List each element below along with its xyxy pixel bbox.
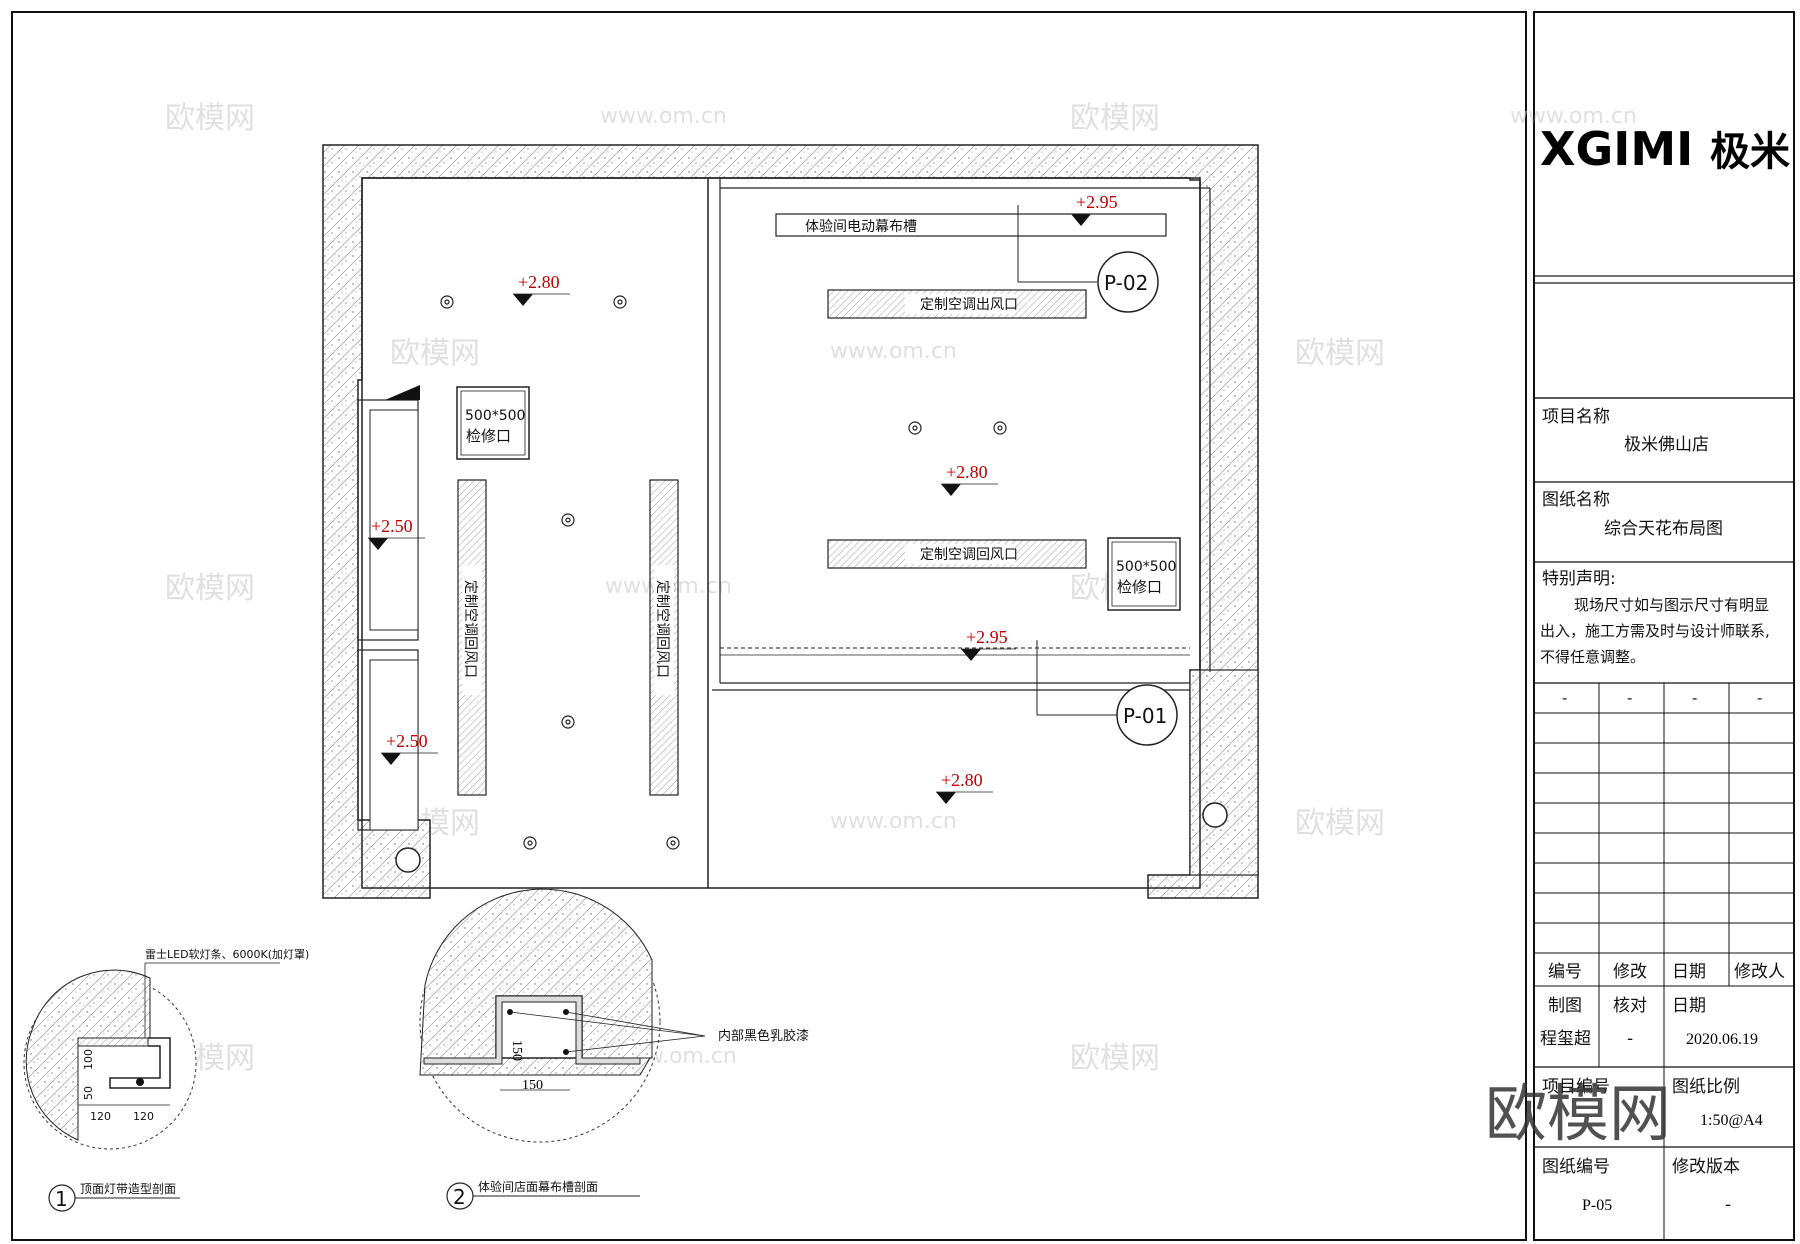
detail-2-dim: 150 <box>522 1078 543 1093</box>
notice-label: 特别声明: <box>1542 569 1616 589</box>
detail-1-dim: 50 <box>82 1086 95 1100</box>
ac-return-vertical-2-label: 定制空调回风口 <box>654 580 670 678</box>
curtain-track <box>775 213 1167 237</box>
watermark-site: www.om.cn <box>600 104 727 129</box>
page-frame <box>11 11 1527 1241</box>
dash-cell: - <box>1757 689 1762 707</box>
version-value: - <box>1725 1195 1731 1215</box>
access-panel-1-label: 检修口 <box>466 427 511 445</box>
watermark-big: 欧模网 <box>1485 1077 1671 1150</box>
detail-2-title: 体验间店面幕布槽剖面 <box>478 1179 598 1194</box>
notice-line: 现场尺寸如与图示尺寸有明显 <box>1574 596 1769 614</box>
rev-header: 修改人 <box>1734 962 1785 982</box>
detail-1: 雷士LED软灯条、6000K(加灯罩) 100 50 120 120 1 顶面灯… <box>23 947 309 1212</box>
sheet-no-value: P-05 <box>1582 1197 1612 1214</box>
project-label: 项目名称 <box>1542 407 1610 427</box>
sheet-no-label: 图纸编号 <box>1542 1157 1610 1177</box>
detail-2: 内部黑色乳胶漆 150 150 2 体验间店面幕布槽剖面 <box>419 888 809 1210</box>
drawn-value: 程玺超 <box>1540 1029 1591 1049</box>
ac-return-horizontal-label: 定制空调回风口 <box>920 547 1018 563</box>
dash-cell: - <box>1692 689 1697 707</box>
detail-1-dim: 100 <box>82 1049 95 1070</box>
curtain-track-label: 体验间电动幕布槽 <box>805 219 917 235</box>
brand-logo: XGIMI <box>1540 122 1693 176</box>
drawn-label: 制图 <box>1548 996 1582 1016</box>
level-label: +2.50 <box>371 516 413 536</box>
watermark-logo: 欧模网 <box>390 336 480 371</box>
title-block: XGIMI 极米 项目名称 极米佛山店 图纸名称 综合天花布局图 特别声明: 现… <box>1485 11 1795 1240</box>
detail-2-number: 2 <box>453 1185 466 1209</box>
project-value: 极米佛山店 <box>1624 435 1709 455</box>
dash-cell: - <box>1562 689 1567 707</box>
callout-p02 <box>1097 251 1159 313</box>
level-label: +2.95 <box>1076 192 1118 212</box>
watermark-site: www.om.cn <box>830 339 957 364</box>
level-label: +2.95 <box>966 627 1008 647</box>
watermarks: 欧模网 www.om.cn 欧模网 www.om.cn 欧模网 www.om.c… <box>165 101 1637 1076</box>
watermark-logo: 欧模网 <box>1070 1041 1160 1076</box>
ac-outlet-label: 定制空调出风口 <box>920 297 1018 313</box>
ac-return-vertical-1-label: 定制空调回风口 <box>462 580 478 678</box>
level-markers: +2.80 +2.95 +2.50 +2.50 +2.80 +2.95 +2.8… <box>368 192 1126 804</box>
dash-cell: - <box>1627 689 1632 707</box>
notice-line: 出入，施工方需及时与设计师联系, <box>1540 622 1770 640</box>
version-label: 修改版本 <box>1672 1157 1740 1177</box>
detail-2-dim: 150 <box>509 1040 524 1061</box>
rev-header: 编号 <box>1548 962 1582 982</box>
watermark-logo: 欧模网 <box>1295 806 1385 841</box>
watermark-logo: 欧模网 <box>165 571 255 606</box>
level-label: +2.80 <box>946 462 988 482</box>
watermark-site: www.om.cn <box>830 809 957 834</box>
level-label: +2.80 <box>941 770 983 790</box>
check-value: - <box>1627 1029 1633 1049</box>
detail-1-number: 1 <box>55 1187 68 1211</box>
rev-header: 日期 <box>1672 962 1706 982</box>
scale-label: 图纸比例 <box>1672 1077 1740 1097</box>
rev-header: 修改 <box>1613 962 1647 982</box>
access-panel-2-label: 检修口 <box>1117 578 1162 596</box>
watermark-logo: 欧模网 <box>1070 101 1160 136</box>
check-label: 核对 <box>1613 996 1647 1016</box>
drawing-name-value: 综合天花布局图 <box>1604 519 1723 539</box>
date-label: 日期 <box>1672 996 1706 1016</box>
watermark-site: www.om.cn <box>1510 104 1637 129</box>
date-value: 2020.06.19 <box>1686 1031 1758 1048</box>
callout-p01 <box>1116 684 1178 746</box>
access-panel-1-size: 500*500 <box>465 408 525 424</box>
detail-1-dim: 120 <box>90 1110 111 1123</box>
detail-1-dim: 120 <box>133 1110 154 1123</box>
downlights <box>440 295 1007 850</box>
notice-line: 不得任意调整。 <box>1540 648 1645 666</box>
detail-1-note: 雷士LED软灯条、6000K(加灯罩) <box>145 947 309 961</box>
brand-logo-cn: 极米 <box>1710 129 1790 175</box>
level-label: +2.50 <box>386 731 428 751</box>
room-outline <box>361 177 1201 889</box>
callout-p02-label: P-02 <box>1104 271 1148 295</box>
drawing-name-label: 图纸名称 <box>1542 490 1610 510</box>
access-panel-2-size: 500*500 <box>1116 559 1176 575</box>
access-panel-1 <box>456 386 530 460</box>
scale-value: 1:50@A4 <box>1700 1112 1763 1129</box>
project-no-label: 项目编号 <box>1542 1077 1610 1097</box>
access-panel-2 <box>1107 537 1181 611</box>
callout-p01-label: P-01 <box>1123 704 1167 728</box>
detail-2-note: 内部黑色乳胶漆 <box>718 1028 809 1044</box>
watermark-logo: 欧模网 <box>165 101 255 136</box>
watermark-logo: 欧模网 <box>1295 336 1385 371</box>
level-label: +2.80 <box>518 272 560 292</box>
ceiling-plan: 体验间电动幕布槽 定制空调出风口 定制空调回风口 定制空调回风口 定制空调回风口… <box>322 144 1259 899</box>
detail-1-title: 顶面灯带造型剖面 <box>80 1182 176 1196</box>
